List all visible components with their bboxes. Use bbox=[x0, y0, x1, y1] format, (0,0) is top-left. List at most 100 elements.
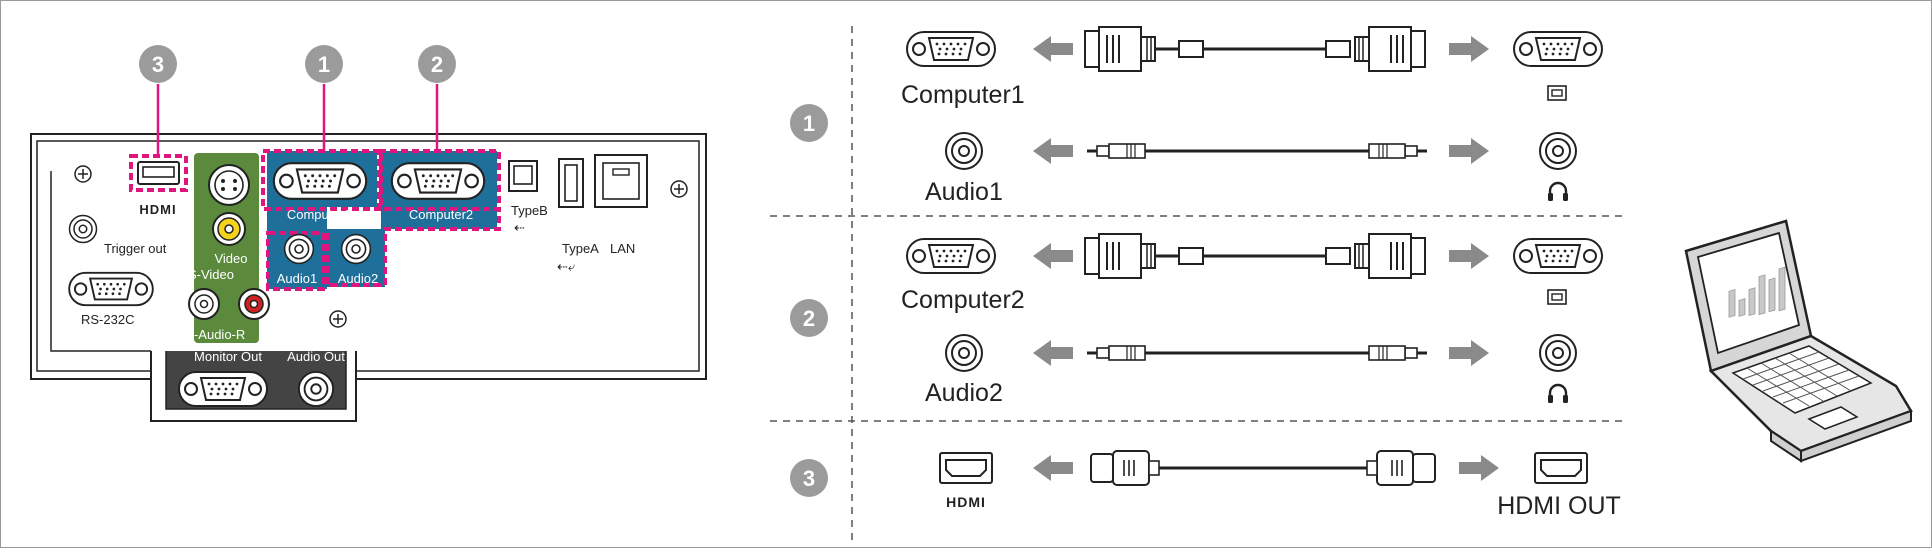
monitor-out-label: Monitor Out bbox=[194, 349, 262, 364]
row-2: Computer2 Audio2 bbox=[901, 233, 1603, 407]
usb-icon: ⇠ bbox=[514, 220, 525, 235]
computer1-label: Computer1 bbox=[287, 207, 351, 222]
usb-typea-icon: ⇠⤶ bbox=[557, 259, 576, 274]
row1-headphone-jack bbox=[1539, 132, 1577, 170]
row3-arrow-right bbox=[1459, 455, 1499, 481]
rs232c-port bbox=[68, 271, 154, 307]
monitor-icon bbox=[1547, 289, 1567, 305]
laptop-icon bbox=[1684, 219, 1913, 463]
row2-mini-plug-right bbox=[1367, 344, 1429, 362]
audio-l-jack bbox=[188, 288, 220, 320]
screw-icon bbox=[670, 180, 688, 198]
callout-2-number: 2 bbox=[431, 52, 443, 77]
callout-3-marker bbox=[139, 45, 177, 83]
row1-computer-port bbox=[906, 31, 996, 67]
row-2-marker bbox=[790, 299, 828, 337]
computer2-label: Computer2 bbox=[409, 207, 473, 222]
row-2-number: 2 bbox=[803, 306, 815, 331]
row2-audio-label: Audio2 bbox=[925, 379, 1003, 407]
callout-1-number: 1 bbox=[318, 52, 330, 77]
row2-audio-arrow-left bbox=[1033, 340, 1073, 366]
projector-panel: HDMI Trigger out RS-232C Video S-Video bbox=[30, 133, 707, 422]
row-3: HDMI HDMI OUT bbox=[939, 450, 1621, 520]
row2-arrow-left bbox=[1033, 243, 1073, 269]
audio-out-jack bbox=[297, 370, 335, 408]
screw-icon bbox=[74, 165, 92, 183]
monitor-icon bbox=[1547, 85, 1567, 101]
audio1-label: Audio1 bbox=[277, 271, 317, 286]
row2-monitor-port bbox=[1513, 238, 1603, 274]
row-1-marker bbox=[790, 104, 828, 142]
row3-hdmi-port bbox=[939, 452, 993, 484]
row-3-marker bbox=[790, 459, 828, 497]
row2-ferrite-left bbox=[1178, 247, 1204, 265]
s-video-port bbox=[208, 164, 250, 206]
l-audio-r-label: L-Audio-R bbox=[187, 327, 246, 342]
callout-2-marker bbox=[418, 45, 456, 83]
row1-audio-arrow-left bbox=[1033, 138, 1073, 164]
callout-1-marker bbox=[305, 45, 343, 83]
monitor-out-port bbox=[178, 371, 268, 407]
row1-audio-jack bbox=[945, 132, 983, 170]
row2-arrow-right bbox=[1449, 243, 1489, 269]
row3-arrow-left bbox=[1033, 455, 1073, 481]
row1-vga-plug-right bbox=[1354, 26, 1426, 72]
audio1-jack bbox=[283, 233, 315, 265]
lan-label: LAN bbox=[610, 241, 635, 256]
headphones-icon bbox=[1546, 383, 1570, 405]
audio-r-jack bbox=[238, 288, 270, 320]
row1-mini-plug-left bbox=[1085, 142, 1147, 160]
computer1-port bbox=[272, 162, 368, 200]
computer2-port bbox=[390, 162, 486, 200]
row-1-number: 1 bbox=[803, 111, 815, 136]
row1-ferrite-right bbox=[1325, 40, 1351, 58]
screw-icon bbox=[329, 310, 347, 328]
row-1: Computer1 Audio1 bbox=[901, 26, 1603, 206]
row2-mini-plug-left bbox=[1085, 344, 1147, 362]
row2-computer-label: Computer2 bbox=[901, 286, 1025, 314]
row3-hdmi-out-port bbox=[1534, 452, 1588, 484]
row2-vga-plug-left bbox=[1084, 233, 1156, 279]
row3-hdmi-plug-right bbox=[1366, 450, 1436, 486]
row1-arrow-left bbox=[1033, 36, 1073, 62]
headphones-icon bbox=[1546, 181, 1570, 203]
row1-ferrite-left bbox=[1178, 40, 1204, 58]
row2-vga-plug-right bbox=[1354, 233, 1426, 279]
audio-out-label: Audio Out bbox=[287, 349, 345, 364]
usb-typea-port bbox=[558, 158, 584, 208]
row1-audio-label: Audio1 bbox=[925, 178, 1003, 206]
row2-audio-jack bbox=[945, 334, 983, 372]
row1-computer-label: Computer1 bbox=[901, 81, 1025, 109]
rs232c-label: RS-232C bbox=[81, 312, 134, 327]
row1-arrow-right bbox=[1449, 36, 1489, 62]
callout-3-number: 3 bbox=[152, 52, 164, 77]
hdmi-port bbox=[129, 154, 188, 192]
typeb-label: TypeB bbox=[511, 203, 548, 218]
row3-hdmi-logo: HDMI bbox=[946, 494, 986, 510]
row-markers: 1 2 3 bbox=[790, 104, 828, 497]
hdmi-logo: HDMI bbox=[139, 202, 176, 217]
row2-ferrite-right bbox=[1325, 247, 1351, 265]
video-jack bbox=[212, 212, 246, 246]
row2-audio-arrow-right bbox=[1449, 340, 1489, 366]
audio2-jack bbox=[340, 233, 372, 265]
row1-audio-arrow-right bbox=[1449, 138, 1489, 164]
video-label: Video bbox=[214, 251, 247, 266]
row1-monitor-port bbox=[1513, 31, 1603, 67]
s-video-label: S-Video bbox=[188, 267, 234, 282]
trigger-out-label: Trigger out bbox=[104, 241, 167, 256]
row1-mini-plug-right bbox=[1367, 142, 1429, 160]
trigger-out-jack bbox=[68, 214, 98, 244]
typea-label: TypeA bbox=[562, 241, 599, 256]
row2-computer-port bbox=[906, 238, 996, 274]
panel-callouts: 3 1 2 bbox=[139, 45, 456, 156]
lan-port bbox=[594, 154, 648, 208]
row-3-number: 3 bbox=[803, 466, 815, 491]
usb-typeb-port bbox=[508, 160, 538, 192]
row3-hdmi-plug-left bbox=[1090, 450, 1160, 486]
row1-vga-plug-left bbox=[1084, 26, 1156, 72]
row3-hdmi-out-label: HDMI OUT bbox=[1497, 492, 1621, 520]
row2-headphone-jack bbox=[1539, 334, 1577, 372]
